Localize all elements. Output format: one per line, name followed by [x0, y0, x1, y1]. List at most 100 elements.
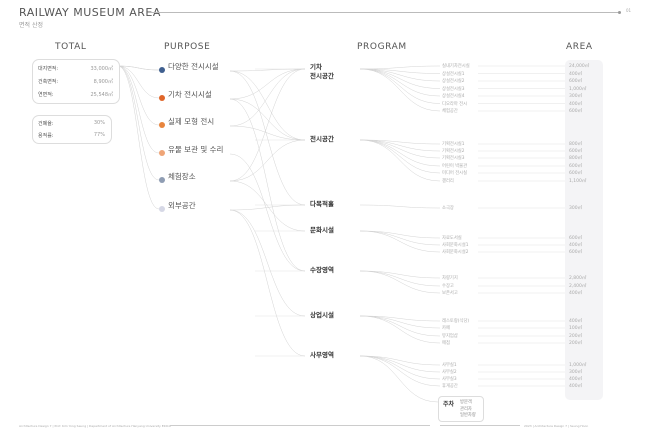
category-to-item-link [359, 230, 441, 246]
program-item-area: 400㎡ [569, 71, 583, 77]
program-category-name: 다목적홀 [310, 200, 334, 208]
program-category-name: 수장영역 [310, 266, 334, 274]
purpose-to-program-link [229, 204, 306, 211]
parking-box: 주차 방문객 관리자 일반차량 [438, 396, 484, 422]
total-to-purpose-link [117, 65, 160, 181]
program-item-name: 사무실3 [442, 377, 457, 382]
program-item-area: 600㎡ [569, 149, 583, 154]
floor-area-value: 25,548㎡ [90, 92, 114, 98]
total-to-purpose-link [117, 65, 160, 126]
program-item-name: 차량기지 [442, 276, 458, 281]
column-heading-purpose: PURPOSE [164, 42, 211, 52]
program-item-area: 600㎡ [569, 171, 583, 176]
program-item-area: 300㎡ [569, 370, 583, 375]
purpose-to-program-link [229, 68, 306, 100]
program-item-area: 600㎡ [569, 79, 583, 84]
purpose-dot [159, 95, 165, 101]
purpose-label: 실제 모형 전시 [168, 117, 215, 126]
purpose-to-program-link [229, 98, 306, 272]
building-area-label: 건축면적: [38, 79, 59, 85]
program-category: 상업시설 [310, 311, 334, 320]
program-item-area: 600㎡ [569, 164, 583, 169]
program-item-name: 뮤지엄샵 [442, 334, 458, 339]
purpose-to-program-link [229, 68, 306, 182]
purpose-label: 유물 보관 및 수리 [168, 145, 224, 154]
category-to-item-link [359, 355, 441, 387]
program-item-name: 체험공간 [442, 109, 458, 114]
program-item-area: 800㎡ [569, 156, 583, 161]
program-item-area: 2,400㎡ [569, 284, 587, 289]
coverage-ratio-value: 30% [93, 120, 105, 126]
column-heading-total: TOTAL [55, 42, 87, 52]
program-category-name: 기차 [310, 63, 322, 71]
program-item-name: 기획전시실3 [442, 156, 465, 161]
category-to-item-link [359, 68, 441, 89]
program-item-name: 보존서고 [442, 291, 458, 296]
category-to-item-link [359, 315, 441, 337]
program-item-name: 디오라마 전시 [442, 101, 468, 107]
program-item-area: 24,000㎡ [569, 64, 590, 69]
program-item-area: 400㎡ [569, 377, 583, 382]
program-category: 다목적홀 [310, 200, 334, 209]
total-to-purpose-link [117, 65, 160, 99]
purpose-label: 기차 전시시설 [168, 90, 212, 99]
total-to-purpose-link [117, 65, 160, 71]
column-heading-area: AREA [566, 42, 593, 52]
category-to-item-link [359, 230, 441, 239]
floor-area-label: 연면적: [38, 92, 54, 98]
category-to-item-link [359, 139, 441, 159]
category-to-parking-link [359, 355, 439, 403]
program-item-name: 카페 [442, 326, 450, 331]
program-item-area: 400㎡ [569, 319, 583, 324]
purpose-dot [159, 206, 165, 212]
program-item-name: 갤러리 [442, 179, 454, 184]
program-item-area: 200㎡ [569, 341, 583, 346]
footer-credit: Architecture Design 7 | Prof. Kim Yong S… [19, 424, 171, 428]
program-item-area: 300㎡ [569, 94, 583, 99]
purpose-to-program-link [229, 68, 306, 127]
ratio-box: 건폐율: 30% 용적률: 77% [32, 115, 112, 144]
program-item-name: 사회문화시설1 [442, 243, 469, 248]
category-to-item-link [359, 270, 441, 294]
program-item-area: 2,800㎡ [569, 276, 587, 281]
purpose-label: 체험장소 [168, 172, 196, 181]
program-item-name: 레스토랑(식당) [442, 319, 470, 324]
program-item-area: 1,000㎡ [569, 363, 587, 368]
program-item-name: 수장고 [442, 284, 454, 289]
program-item-area: 1,100㎡ [569, 179, 587, 184]
category-to-item-link [359, 315, 441, 344]
parking-item: 관리자 [460, 406, 472, 412]
category-to-item-link [359, 65, 441, 70]
area-column-background [565, 60, 603, 400]
category-to-item-link [359, 355, 441, 380]
program-item-name: 상설전시실2 [442, 79, 465, 84]
column-heading-program: PROGRAM [357, 42, 407, 52]
program-item-area: 100㎡ [569, 326, 583, 331]
category-to-item-link [359, 204, 441, 209]
program-item-area: 300㎡ [569, 206, 583, 211]
program-item-name: 자료도서실 [442, 236, 462, 241]
purpose-to-program-link [229, 68, 306, 72]
parking-label: 주차 [443, 401, 455, 408]
program-item-area: 400㎡ [569, 101, 583, 107]
purpose-to-program-link [229, 139, 306, 182]
building-area-value: 8,900㎡ [93, 79, 113, 85]
program-category-name: 문화시설 [310, 226, 334, 234]
program-item-name: 상설전시실3 [442, 86, 465, 92]
category-to-item-link [359, 355, 441, 373]
purpose-dot [159, 122, 165, 128]
program-item-name: 상설전시실4 [442, 94, 465, 99]
program-category: 전시공간 [310, 135, 334, 144]
purpose-label: 다양한 전시시설 [168, 62, 219, 71]
total-to-purpose-link [117, 65, 160, 154]
purpose-to-program-link [229, 98, 306, 141]
program-item-name: 미디어 전시실 [442, 171, 468, 176]
purpose-to-program-link [229, 209, 306, 317]
purpose-to-program-link [229, 180, 306, 232]
program-item-name: 기획전시실1 [442, 142, 465, 147]
floor-area-ratio-value: 77% [93, 132, 105, 138]
program-item-name: 소극장 [442, 206, 454, 211]
program-item-name: 사무실2 [442, 370, 457, 375]
purpose-dot [159, 67, 165, 73]
